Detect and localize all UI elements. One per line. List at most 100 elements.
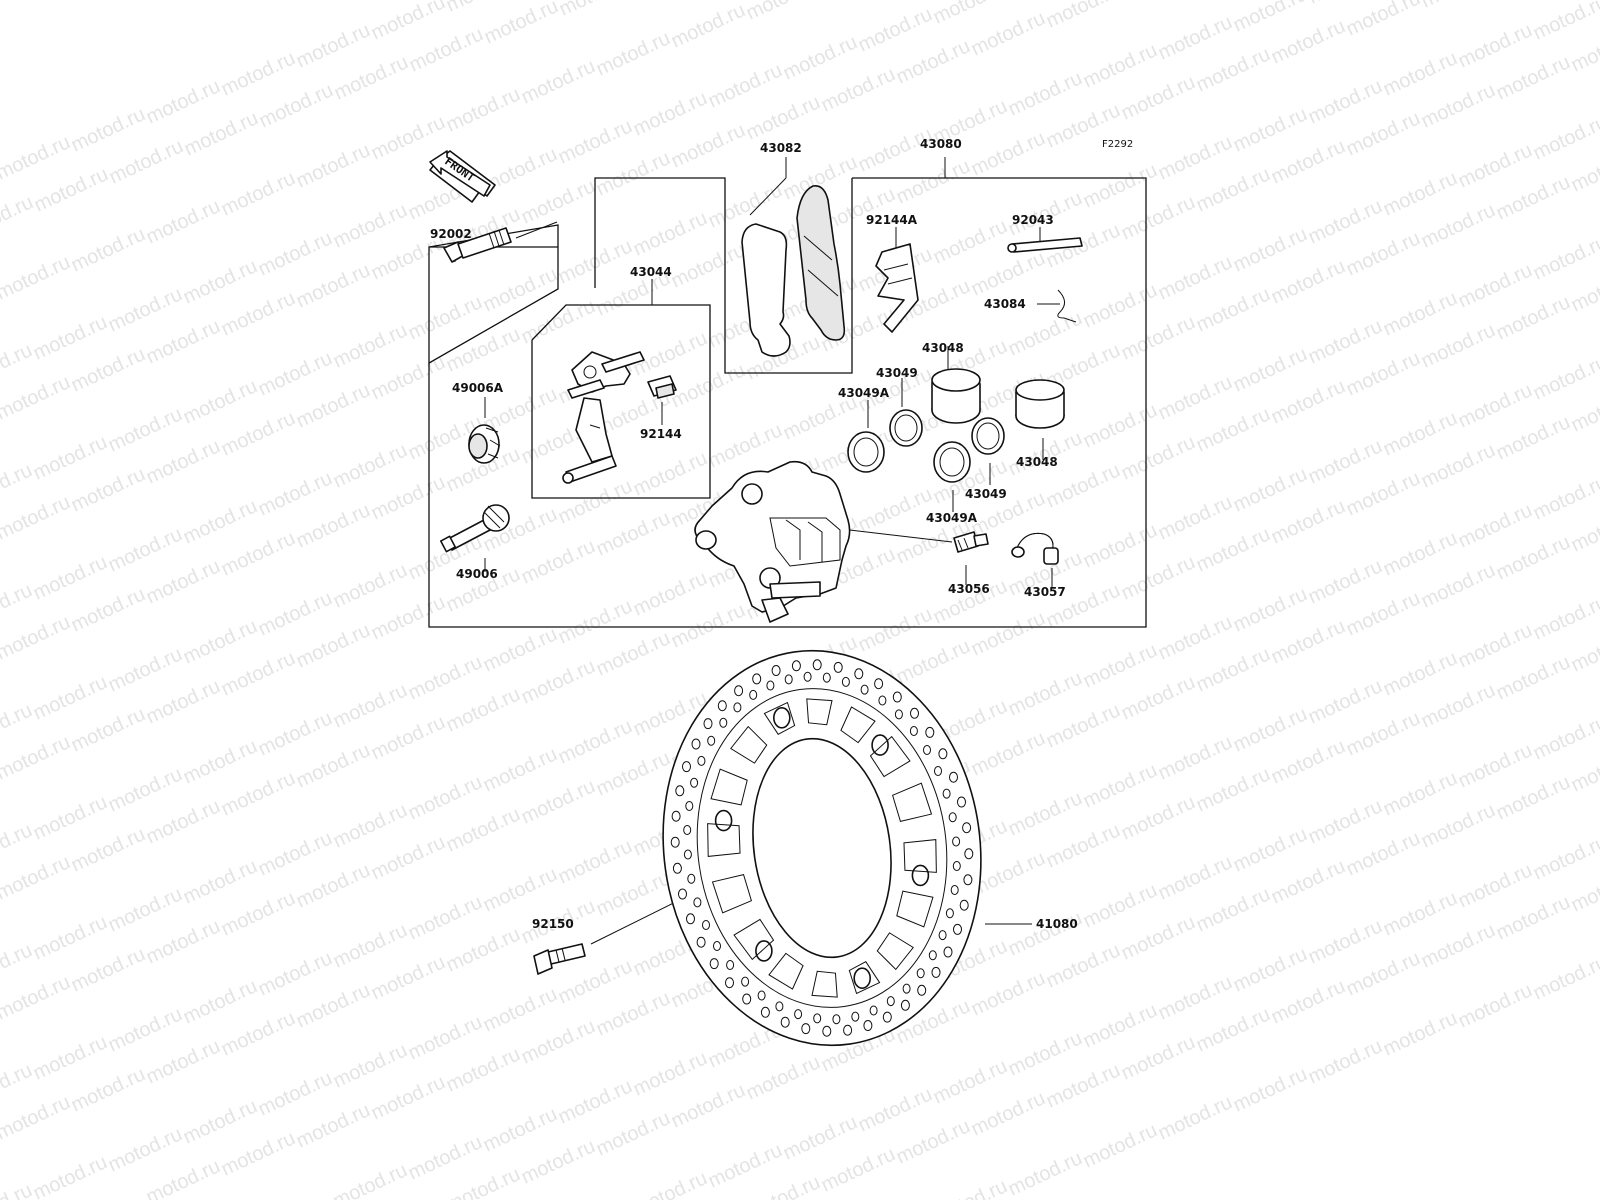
- disc-mount-hole: [911, 864, 930, 887]
- seal-43049-bottom: [971, 417, 1005, 455]
- watermark-text: motod.ru: [555, 715, 636, 768]
- watermark-text: motod.ru: [68, 1063, 149, 1116]
- watermark-text: motod.ru: [218, 527, 299, 580]
- watermark-text: motod.ru: [743, 0, 824, 25]
- watermark-text: motod.ru: [930, 1175, 1011, 1200]
- watermark-text: motod.ru: [1118, 551, 1199, 604]
- watermark-text: motod.ru: [1230, 223, 1311, 276]
- watermark-text: motod.ru: [106, 135, 187, 188]
- watermark-text: motod.ru: [218, 287, 299, 340]
- watermark-text: motod.ru: [105, 1123, 186, 1176]
- disc-hole: [709, 958, 719, 970]
- disc-hole: [713, 941, 721, 951]
- watermark-text: motod.ru: [1493, 651, 1574, 704]
- watermark-text: motod.ru: [143, 795, 224, 848]
- watermark-text: motod.ru: [481, 0, 562, 49]
- watermark-text: motod.ru: [1343, 347, 1424, 400]
- watermark-text: motod.ru: [668, 0, 749, 53]
- watermark-text: motod.ru: [1043, 939, 1124, 992]
- label-43044: 43044: [630, 265, 672, 279]
- watermark-text: motod.ru: [593, 627, 674, 680]
- watermark-text: motod.ru: [0, 251, 74, 304]
- watermark-text: motod.ru: [518, 55, 599, 108]
- disc-hole: [869, 1005, 878, 1016]
- watermark-text: motod.ru: [555, 115, 636, 168]
- watermark-text: motod.ru: [105, 523, 186, 576]
- disc-hole: [934, 766, 942, 776]
- caliper-body-43080: [694, 460, 851, 623]
- watermark-text: motod.ru: [1568, 263, 1600, 316]
- watermark-text: motod.ru: [255, 347, 336, 400]
- label-41080: 41080: [1036, 917, 1078, 931]
- disc-mount-hole: [853, 967, 872, 990]
- watermark-text: motod.ru: [293, 379, 374, 432]
- disc-hole: [693, 897, 702, 908]
- watermark-text: motod.ru: [968, 247, 1049, 300]
- watermark-text: motod.ru: [518, 1135, 599, 1188]
- disc-hole: [938, 748, 948, 760]
- watermark-text: motod.ru: [780, 1111, 861, 1164]
- watermark-text: motod.ru: [143, 435, 224, 488]
- watermark-text: motod.ru: [1193, 523, 1274, 576]
- watermark-text: motod.ru: [443, 803, 524, 856]
- watermark-text: motod.ru: [1418, 679, 1499, 732]
- watermark-text: motod.ru: [630, 567, 711, 620]
- watermark-text: motod.ru: [331, 51, 412, 104]
- watermark-text: motod.ru: [180, 735, 261, 788]
- disc-slot: [733, 918, 775, 961]
- watermark-text: motod.ru: [255, 1067, 336, 1120]
- pad-group-outline: [594, 177, 853, 374]
- watermark-text: motod.ru: [1118, 791, 1199, 844]
- watermark-text: motod.ru: [1155, 731, 1236, 784]
- watermark-text: motod.ru: [1343, 587, 1424, 640]
- watermark-text: motod.ru: [593, 867, 674, 920]
- watermark-text: motod.ru: [1080, 159, 1161, 212]
- disc-hole: [910, 707, 919, 719]
- watermark-text: motod.ru: [368, 1071, 449, 1124]
- watermark-text: motod.ru: [705, 1139, 786, 1192]
- watermark-text: motod.ru: [1155, 11, 1236, 64]
- disc-slot: [730, 725, 768, 764]
- watermark-text: motod.ru: [630, 327, 711, 380]
- disc-hole: [943, 946, 953, 958]
- watermark-text: motod.ru: [968, 127, 1049, 180]
- watermark-text: motod.ru: [893, 35, 974, 88]
- watermark-text: motod.ru: [330, 679, 411, 732]
- watermark-text: motod.ru: [1268, 255, 1349, 308]
- watermark-text: motod.ru: [1268, 135, 1349, 188]
- watermark-text: motod.ru: [443, 1043, 524, 1096]
- disc-hole: [683, 825, 692, 835]
- bracket-clip-92144: [647, 375, 677, 399]
- watermark-text: motod.ru: [330, 1039, 411, 1092]
- disc-hole: [916, 968, 925, 979]
- watermark-text: motod.ru: [480, 983, 561, 1036]
- watermark-text: motod.ru: [555, 595, 636, 648]
- watermark-text: motod.ru: [105, 763, 186, 816]
- watermark-text: motod.ru: [1193, 883, 1274, 936]
- label-43084: 43084: [984, 297, 1026, 311]
- label-43048-top: 43048: [922, 341, 964, 355]
- watermark-text: motod.ru: [180, 975, 261, 1028]
- watermark-text: motod.ru: [293, 979, 374, 1032]
- disc-hole: [671, 810, 681, 822]
- watermark-text: motod.ru: [743, 1051, 824, 1104]
- watermark-text: motod.ru: [1343, 227, 1424, 280]
- watermark-text: motod.ru: [1343, 0, 1424, 41]
- watermark-text: motod.ru: [1493, 771, 1574, 824]
- watermark-text: motod.ru: [1305, 75, 1386, 128]
- watermark-text: motod.ru: [518, 295, 599, 348]
- pad-spring-92144A: [875, 243, 919, 333]
- watermark-text: motod.ru: [1455, 619, 1536, 672]
- watermark-text: motod.ru: [630, 87, 711, 140]
- watermark-text: motod.ru: [405, 771, 486, 824]
- watermark-text: motod.ru: [293, 859, 374, 912]
- disc-hole: [957, 796, 966, 808]
- watermark-text: motod.ru: [255, 587, 336, 640]
- watermark-text: motod.ru: [143, 1035, 224, 1088]
- watermark-text: motod.ru: [368, 591, 449, 644]
- disc-hole: [953, 923, 962, 935]
- watermark-text: motod.ru: [555, 955, 636, 1008]
- disc-slot: [811, 970, 838, 998]
- watermark-text: motod.ru: [668, 359, 749, 412]
- label-43049-bottom: 43049: [965, 487, 1007, 501]
